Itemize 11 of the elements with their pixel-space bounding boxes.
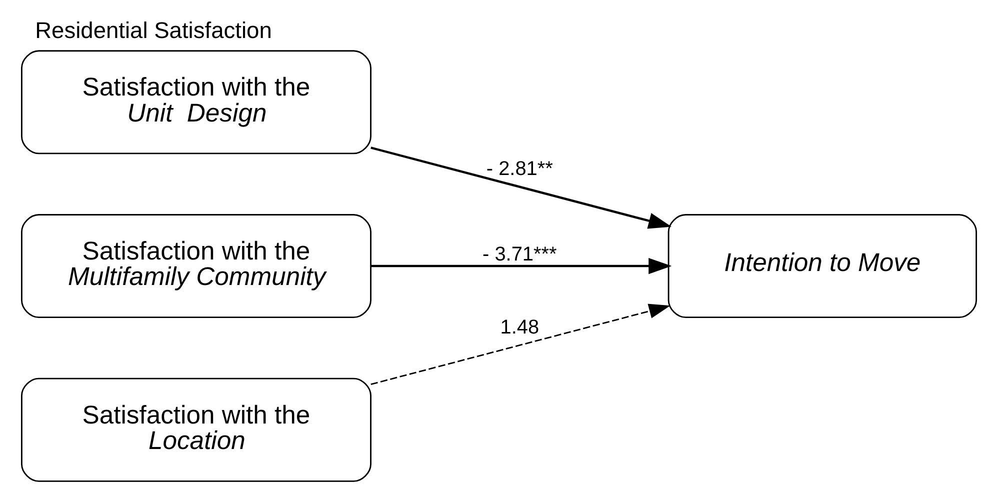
- edge-label: - 2.81**: [486, 158, 552, 180]
- arrow: [370, 146, 672, 229]
- node-box: Satisfaction with the Location: [20, 378, 371, 482]
- edge-label: 1.48: [500, 316, 539, 338]
- edge-label: - 3.71***: [482, 244, 556, 266]
- node-box: Satisfaction with the Multifamily Community: [20, 214, 371, 318]
- arrow: [370, 304, 670, 386]
- node-box: Intention to Move: [667, 214, 977, 318]
- arrow: [370, 258, 672, 274]
- diagram-title: Residential Satisfaction: [34, 16, 272, 43]
- node-box: Satisfaction with the Unit Design: [20, 50, 371, 154]
